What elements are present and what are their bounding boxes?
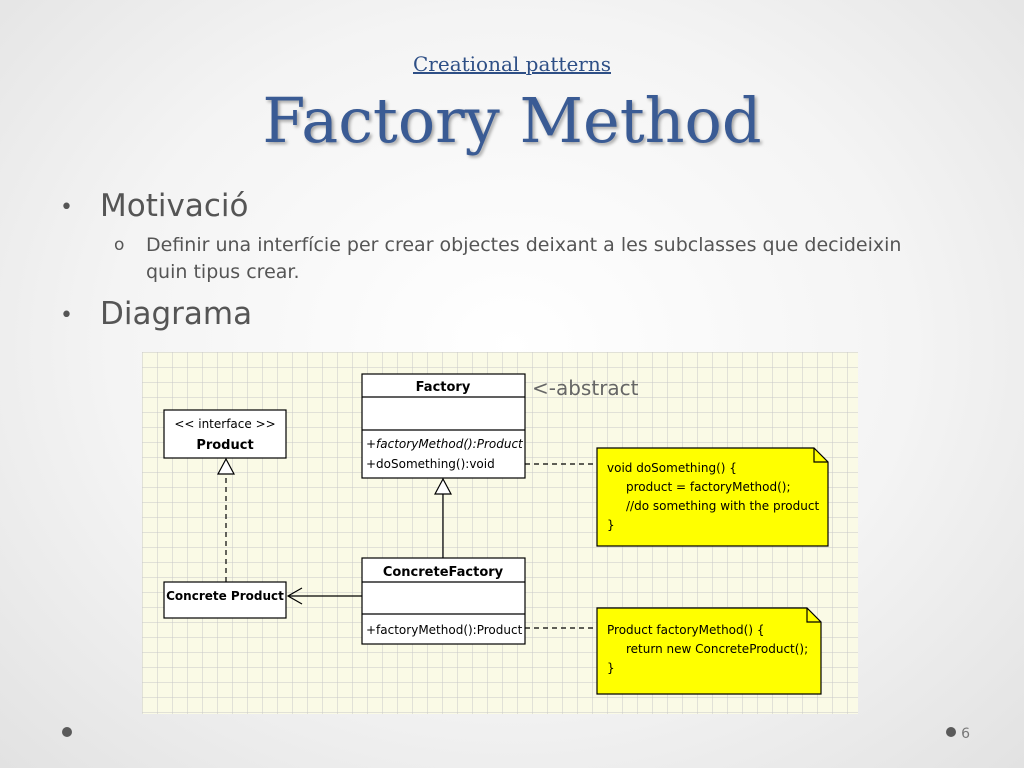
note1-line-2: product = factoryMethod(); bbox=[626, 480, 791, 494]
note-do-something: void doSomething() { product = factoryMe… bbox=[596, 447, 829, 547]
concrete-factory-method-1: +factoryMethod():Product bbox=[366, 623, 523, 637]
factory-class-name: Factory bbox=[416, 380, 471, 395]
concrete-product-class: Concrete Product bbox=[163, 581, 287, 619]
corner-dot-left bbox=[62, 727, 72, 737]
concrete-factory-class: ConcreteFactory +factoryMethod():Product bbox=[361, 557, 526, 645]
note2-line-2: return new ConcreteProduct(); bbox=[626, 642, 808, 656]
bullet-label: Motivació bbox=[100, 188, 249, 224]
sub-bullet-marker: o bbox=[114, 235, 125, 255]
note2-line-3: } bbox=[607, 661, 615, 675]
subtitle[interactable]: Creational patterns bbox=[413, 52, 611, 76]
product-interface: << interface >> Product bbox=[163, 409, 287, 459]
note-factory-method: Product factoryMethod() { return new Con… bbox=[596, 607, 822, 695]
sub-bullet-text: Definir una interfície per crear objecte… bbox=[146, 234, 902, 283]
realization-arrowhead-product bbox=[217, 457, 235, 475]
note1-line-4: } bbox=[607, 518, 615, 532]
uml-diagram-svg: Factory +factoryMethod():Product +doSome… bbox=[142, 352, 858, 714]
slide-title: Factory Method bbox=[262, 84, 762, 157]
note1-line-3: //do something with the product bbox=[626, 499, 819, 513]
product-stereotype: << interface >> bbox=[174, 417, 275, 431]
factory-class: Factory +factoryMethod():Product +doSome… bbox=[361, 373, 526, 479]
corner-dot-right bbox=[946, 727, 956, 737]
bullet-motivacio: • Motivació bbox=[60, 188, 249, 224]
uml-diagram: Factory +factoryMethod():Product +doSome… bbox=[142, 352, 858, 714]
concrete-factory-class-name: ConcreteFactory bbox=[383, 565, 504, 580]
product-class-name: Product bbox=[196, 438, 253, 453]
inheritance-arrowhead-factory bbox=[434, 477, 452, 495]
bullet-label: Diagrama bbox=[100, 296, 253, 332]
note2-line-1: Product factoryMethod() { bbox=[607, 623, 764, 637]
bullet-dot: • bbox=[60, 195, 73, 220]
note1-line-1: void doSomething() { bbox=[607, 461, 737, 475]
factory-method-2: +doSomething():void bbox=[366, 457, 495, 471]
factory-method-1: +factoryMethod():Product bbox=[366, 437, 524, 451]
creates-arrowhead bbox=[286, 587, 303, 605]
page-number: 6 bbox=[961, 726, 970, 742]
abstract-note: <-abstract bbox=[532, 376, 639, 400]
concrete-product-class-name: Concrete Product bbox=[166, 589, 284, 603]
bullet-dot: • bbox=[60, 303, 73, 328]
sub-bullet: o Definir una interfície per crear objec… bbox=[114, 232, 926, 286]
bullet-diagrama: • Diagrama bbox=[60, 296, 253, 332]
